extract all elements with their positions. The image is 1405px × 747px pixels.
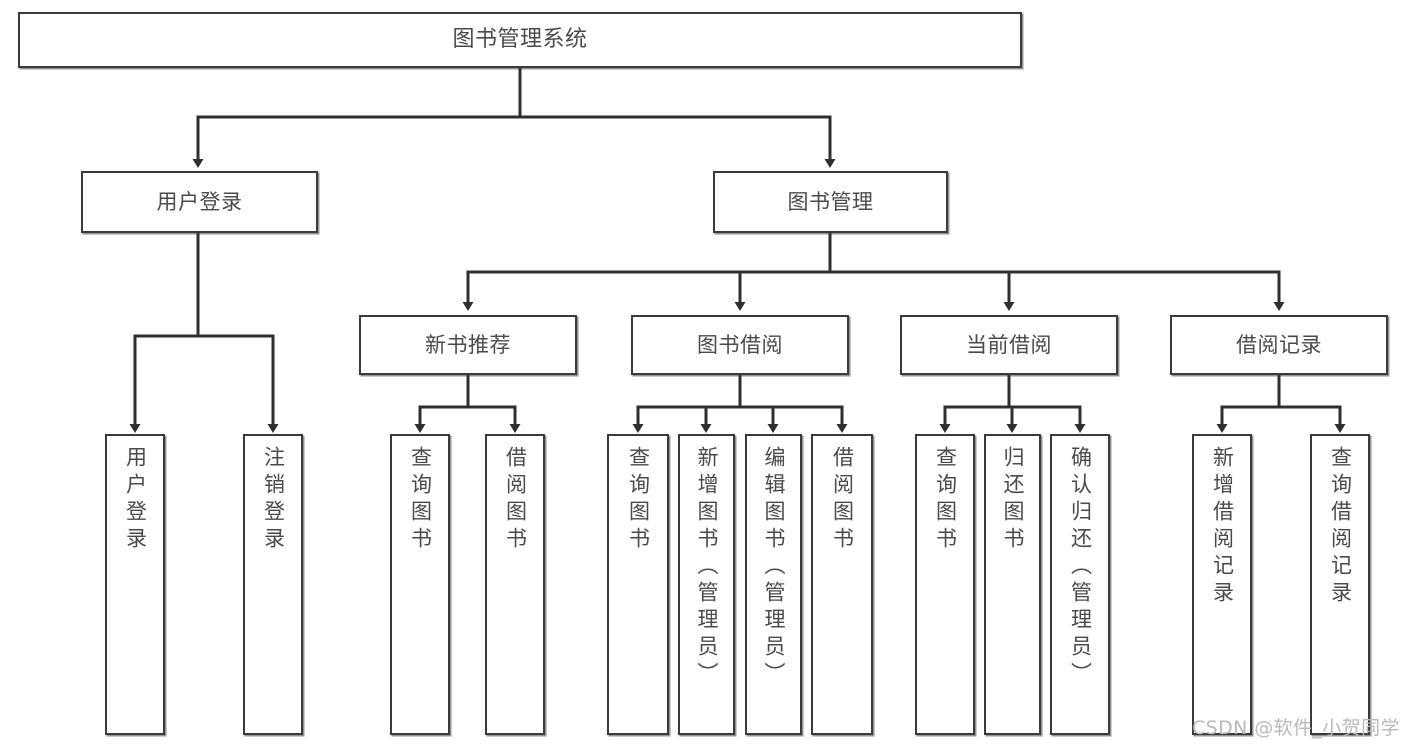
node-label: 确认归还（管理员） bbox=[1068, 446, 1093, 689]
node-leaf-return-book[interactable]: 归还图书 bbox=[984, 434, 1041, 735]
node-label: 新书推荐 bbox=[425, 332, 511, 357]
node-label: 查询借阅记录 bbox=[1328, 446, 1353, 608]
node-leaf-user-login[interactable]: 用户登录 bbox=[105, 434, 165, 735]
node-leaf-query-record[interactable]: 查询借阅记录 bbox=[1310, 434, 1370, 735]
node-label: 借阅图书 bbox=[830, 446, 855, 554]
node-user-login[interactable]: 用户登录 bbox=[81, 171, 318, 233]
node-new-book-rec[interactable]: 新书推荐 bbox=[359, 315, 577, 375]
node-label: 注销登录 bbox=[261, 446, 286, 554]
node-label: 图书借阅 bbox=[697, 332, 783, 357]
node-leaf-borrow-book-2[interactable]: 借阅图书 bbox=[811, 434, 873, 735]
node-label: 图书管理 bbox=[787, 189, 874, 214]
node-root-system[interactable]: 图书管理系统 bbox=[18, 12, 1022, 68]
node-label: 当前借阅 bbox=[966, 332, 1052, 357]
node-label: 新增借阅记录 bbox=[1210, 446, 1235, 608]
node-leaf-add-book[interactable]: 新增图书（管理员） bbox=[678, 434, 735, 735]
node-current-borrow[interactable]: 当前借阅 bbox=[900, 315, 1118, 375]
node-leaf-confirm-return[interactable]: 确认归还（管理员） bbox=[1050, 434, 1110, 735]
node-label: 用户登录 bbox=[123, 446, 148, 554]
node-label: 借阅记录 bbox=[1236, 332, 1322, 357]
node-label: 查询图书 bbox=[626, 446, 651, 554]
node-book-manage[interactable]: 图书管理 bbox=[713, 171, 948, 233]
node-leaf-query-book-2[interactable]: 查询图书 bbox=[607, 434, 669, 735]
node-label: 查询图书 bbox=[933, 446, 958, 554]
node-leaf-edit-book[interactable]: 编辑图书（管理员） bbox=[745, 434, 802, 735]
node-leaf-add-record[interactable]: 新增借阅记录 bbox=[1192, 434, 1252, 735]
node-book-borrow[interactable]: 图书借阅 bbox=[631, 315, 849, 375]
node-leaf-query-book-3[interactable]: 查询图书 bbox=[915, 434, 975, 735]
node-label: 借阅图书 bbox=[503, 446, 528, 554]
node-label: 编辑图书（管理员） bbox=[762, 446, 786, 689]
node-label: 查询图书 bbox=[408, 446, 433, 554]
node-label: 归还图书 bbox=[1001, 446, 1025, 554]
node-leaf-borrow-book-1[interactable]: 借阅图书 bbox=[485, 434, 545, 735]
node-label: 图书管理系统 bbox=[452, 27, 588, 53]
node-label: 用户登录 bbox=[156, 189, 243, 214]
node-borrow-record[interactable]: 借阅记录 bbox=[1170, 315, 1388, 375]
node-label: 新增图书（管理员） bbox=[695, 446, 719, 689]
node-leaf-query-book-1[interactable]: 查询图书 bbox=[390, 434, 450, 735]
node-leaf-logout[interactable]: 注销登录 bbox=[243, 434, 303, 735]
